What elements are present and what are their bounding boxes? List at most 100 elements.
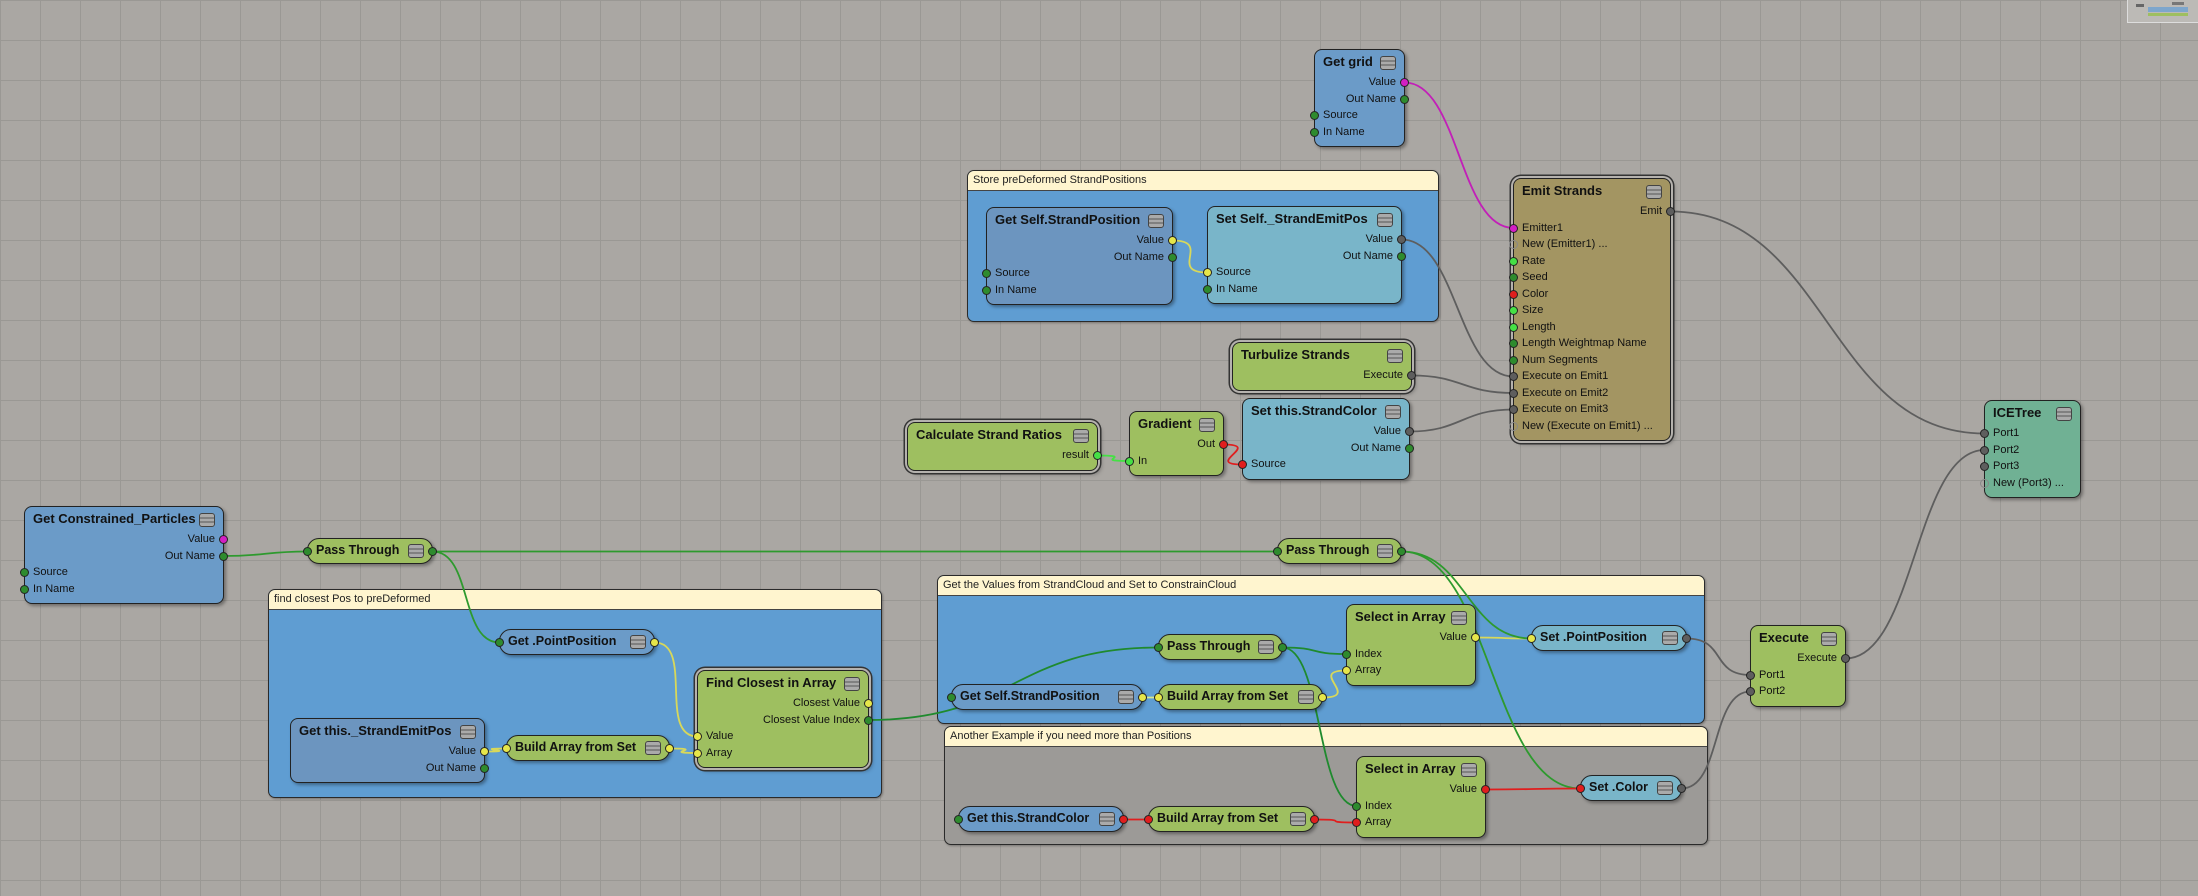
input-port-rate[interactable] bbox=[1509, 256, 1518, 266]
output-port-value[interactable] bbox=[1471, 633, 1480, 642]
input-port[interactable] bbox=[1576, 784, 1585, 793]
node-menu-icon[interactable] bbox=[1385, 405, 1401, 419]
node-setcolor[interactable]: Set .Color bbox=[1576, 775, 1686, 801]
node-menu-icon[interactable] bbox=[1148, 214, 1164, 228]
output-port[interactable] bbox=[665, 744, 674, 753]
output-port-value[interactable] bbox=[480, 747, 489, 756]
input-port[interactable] bbox=[502, 744, 511, 753]
input-port[interactable] bbox=[1154, 643, 1163, 652]
node-build1[interactable]: Build Array from Set bbox=[502, 735, 674, 761]
output-port-out[interactable] bbox=[1219, 440, 1228, 449]
input-port-seed[interactable] bbox=[1509, 273, 1518, 282]
wire-turbulize-execute-to-emit-execute-on-emit2[interactable] bbox=[1411, 374, 1514, 394]
node-menu-icon[interactable] bbox=[1290, 812, 1306, 826]
node-menu-icon[interactable] bbox=[2056, 407, 2072, 421]
input-port-length[interactable] bbox=[1509, 322, 1518, 332]
output-port[interactable] bbox=[1310, 815, 1319, 824]
input-port[interactable] bbox=[947, 693, 956, 702]
input-port[interactable] bbox=[954, 815, 963, 824]
output-port-execute[interactable] bbox=[1841, 654, 1850, 663]
output-port-result[interactable] bbox=[1093, 451, 1102, 460]
node-menu-icon[interactable] bbox=[1662, 631, 1678, 645]
input-port-new-emitter1[interactable] bbox=[1509, 240, 1518, 249]
input-port-source[interactable] bbox=[1310, 111, 1319, 120]
node-build3[interactable]: Build Array from Set bbox=[1144, 806, 1319, 832]
input-port-execute-on-emit3[interactable] bbox=[1509, 405, 1518, 414]
input-port-array[interactable] bbox=[693, 748, 702, 758]
input-port-array[interactable] bbox=[1342, 666, 1351, 675]
input-port-value[interactable] bbox=[693, 732, 702, 741]
node-menu-icon[interactable] bbox=[199, 513, 215, 527]
output-port-execute[interactable] bbox=[1407, 371, 1416, 380]
input-port[interactable] bbox=[1144, 815, 1153, 824]
output-port[interactable] bbox=[1278, 643, 1287, 652]
node-menu-icon[interactable] bbox=[1073, 429, 1089, 443]
node-menu-icon[interactable] bbox=[1258, 640, 1274, 654]
input-port-port2[interactable] bbox=[1980, 445, 1989, 455]
input-port-port2[interactable] bbox=[1746, 687, 1755, 696]
node-build2[interactable]: Build Array from Set bbox=[1154, 684, 1327, 710]
output-port[interactable] bbox=[1682, 634, 1691, 643]
node-menu-icon[interactable] bbox=[1377, 213, 1393, 227]
node-menu-icon[interactable] bbox=[1118, 690, 1134, 704]
output-port-closest-value-index[interactable] bbox=[864, 715, 873, 725]
wire-setstrandcolor-value-to-emit-execute-on-emit3[interactable] bbox=[1409, 408, 1514, 433]
output-port[interactable] bbox=[1138, 693, 1147, 702]
output-port-out-name[interactable] bbox=[1397, 251, 1406, 261]
node-menu-icon[interactable] bbox=[1199, 418, 1215, 432]
output-port-value[interactable] bbox=[219, 535, 228, 544]
input-port-port1[interactable] bbox=[1746, 670, 1755, 680]
node-getthiscolor[interactable]: Get this.StrandColor bbox=[954, 806, 1128, 832]
output-port[interactable] bbox=[1677, 784, 1686, 793]
output-port-value[interactable] bbox=[1481, 785, 1490, 794]
wire-getcp-out-name-to-pass1-in[interactable] bbox=[223, 550, 308, 557]
output-port-out-name[interactable] bbox=[480, 763, 489, 773]
input-port-port1[interactable] bbox=[1980, 429, 1989, 438]
node-getpointpos[interactable]: Get .PointPosition bbox=[495, 629, 659, 655]
output-port[interactable] bbox=[1397, 547, 1406, 556]
node-menu-icon[interactable] bbox=[1646, 185, 1662, 199]
node-menu-icon[interactable] bbox=[1461, 763, 1477, 777]
node-menu-icon[interactable] bbox=[1298, 690, 1314, 704]
node-menu-icon[interactable] bbox=[630, 635, 646, 649]
node-pass3[interactable]: Pass Through bbox=[1154, 634, 1287, 660]
output-port-value[interactable] bbox=[1405, 427, 1414, 436]
output-port[interactable] bbox=[1318, 693, 1327, 702]
input-port-execute-on-emit2[interactable] bbox=[1509, 388, 1518, 398]
input-port-new-port3[interactable] bbox=[1980, 478, 1989, 488]
output-port-closest-value[interactable] bbox=[864, 699, 873, 708]
node-menu-icon[interactable] bbox=[408, 544, 424, 558]
output-port-out-name[interactable] bbox=[1405, 443, 1414, 453]
node-menu-icon[interactable] bbox=[1377, 544, 1393, 558]
input-port-index[interactable] bbox=[1342, 649, 1351, 659]
node-setpointpos[interactable]: Set .PointPosition bbox=[1527, 625, 1691, 651]
node-menu-icon[interactable] bbox=[1657, 781, 1673, 795]
input-port-execute-on-emit1[interactable] bbox=[1509, 372, 1518, 381]
input-port-port3[interactable] bbox=[1980, 462, 1989, 471]
wire-emit-emit-to-icetree-port1[interactable] bbox=[1670, 210, 1985, 435]
input-port-emitter1[interactable] bbox=[1509, 223, 1518, 233]
node-menu-icon[interactable] bbox=[645, 741, 661, 755]
input-port[interactable] bbox=[495, 638, 504, 647]
node-menu-icon[interactable] bbox=[460, 725, 476, 739]
node-menu-icon[interactable] bbox=[844, 677, 860, 691]
input-port-in-name[interactable] bbox=[982, 285, 991, 295]
input-port-in-name[interactable] bbox=[20, 584, 29, 594]
input-port-in-name[interactable] bbox=[1310, 127, 1319, 137]
output-port-out-name[interactable] bbox=[1400, 94, 1409, 104]
input-port-length-weightmap-name[interactable] bbox=[1509, 339, 1518, 348]
input-port-size[interactable] bbox=[1509, 306, 1518, 315]
input-port-source[interactable] bbox=[1203, 268, 1212, 277]
